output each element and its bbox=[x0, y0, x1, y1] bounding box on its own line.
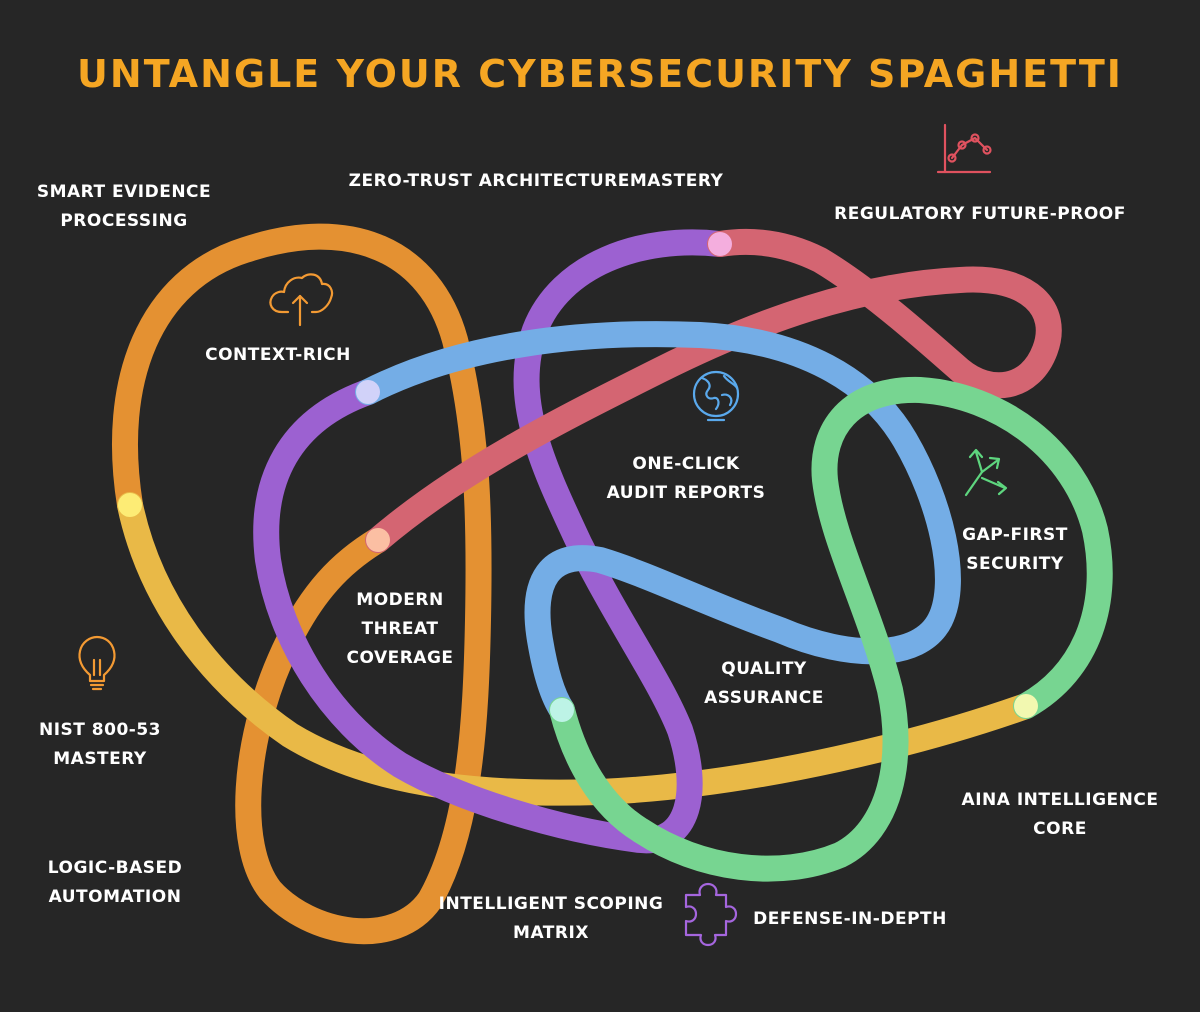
label-modern-threat: MODERN THREAT COVERAGE bbox=[346, 590, 454, 668]
label-one-click: ONE-CLICK AUDIT REPORTS bbox=[606, 454, 766, 503]
label-scoping: INTELLIGENT SCOPING MATRIX bbox=[438, 894, 664, 943]
junction-dot bbox=[366, 528, 390, 552]
branching-arrows-icon bbox=[964, 448, 1008, 497]
junction-dot bbox=[708, 232, 732, 256]
junction-dot bbox=[356, 380, 380, 404]
label-logic: LOGIC-BASED AUTOMATION bbox=[47, 858, 183, 907]
cloud-upload-icon bbox=[269, 273, 334, 327]
junction-dots bbox=[118, 232, 1038, 722]
junction-dot bbox=[118, 493, 142, 517]
line-chart-icon bbox=[936, 123, 992, 174]
blue-loop bbox=[355, 321, 961, 723]
junction-dot bbox=[550, 698, 574, 722]
label-zero-trust: ZERO-TRUST ARCHITECTUREMASTERY bbox=[348, 171, 724, 191]
lightbulb-icon bbox=[78, 635, 116, 691]
red-loop bbox=[365, 228, 1062, 553]
junction-dot bbox=[1014, 694, 1038, 718]
label-nist: NIST 800-53 MASTERY bbox=[38, 720, 162, 769]
label-smart-evidence: SMART EVIDENCE PROCESSING bbox=[36, 182, 212, 231]
orange-loop bbox=[111, 223, 492, 945]
label-context-rich: CONTEXT-RICH bbox=[205, 345, 351, 365]
green-loop bbox=[549, 376, 1113, 882]
label-defense: DEFENSE-IN-DEPTH bbox=[753, 909, 947, 929]
label-aina: AINA INTELLIGENCE CORE bbox=[961, 790, 1159, 839]
label-gap-first: GAP-FIRST SECURITY bbox=[962, 525, 1068, 574]
puzzle-piece-icon bbox=[684, 882, 738, 947]
page-title: UNTANGLE YOUR CYBERSECURITY SPAGHETTI bbox=[77, 52, 1123, 96]
globe-icon bbox=[692, 370, 740, 422]
label-regulatory: REGULATORY FUTURE-PROOF bbox=[834, 204, 1126, 224]
label-quality: QUALITY ASSURANCE bbox=[704, 659, 824, 708]
